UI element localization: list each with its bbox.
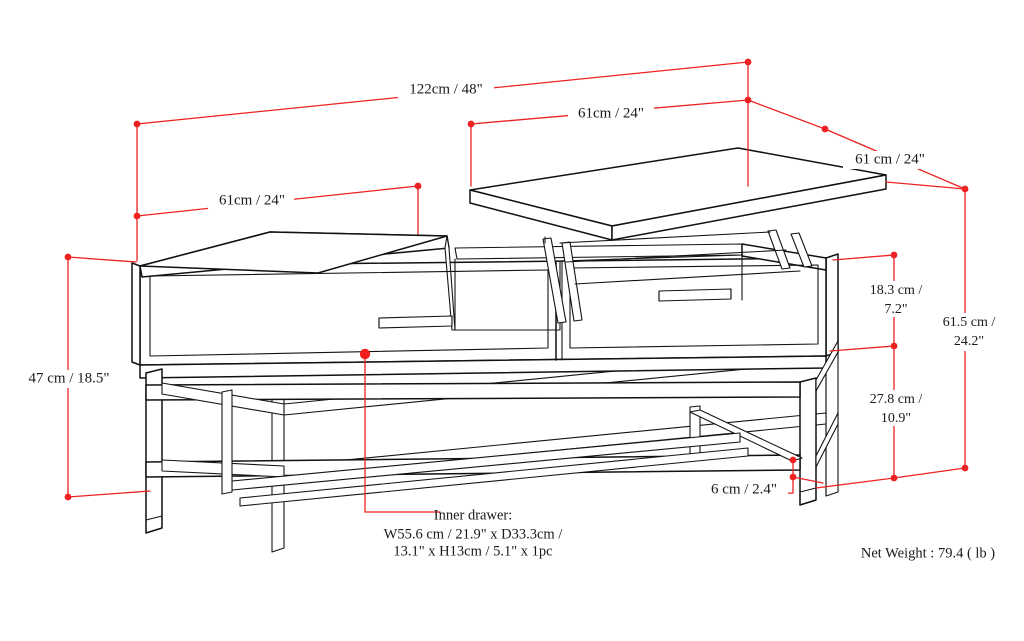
lower-section-ext-bottom: [815, 477, 895, 489]
lift-top-width-label: 61cm / 24": [578, 105, 644, 121]
rail-side-right-lower: [815, 412, 839, 468]
dimension-left-half-width: 61cm / 24": [133, 182, 422, 235]
total-height-label-line2: 24.2": [954, 334, 984, 349]
foot-front-left: [145, 515, 163, 534]
lift-top-assembly: [469, 147, 887, 324]
leg-front-right: [799, 377, 817, 506]
foot-height-label-bg: [700, 481, 788, 499]
rail-front-top: [145, 381, 801, 401]
inner-drawer-callout-dot: [359, 348, 371, 360]
dimension-depth: 61 cm / 24": [747, 99, 969, 193]
lower-section-label-line2: 10.9": [881, 411, 911, 426]
left-half-width-dot-left: [133, 212, 141, 220]
left-half-width-label-bg: [208, 192, 294, 209]
inner-drawer-note-line3: 13.1" x H13cm / 5.1" x 1pc: [393, 543, 552, 559]
overall-width-label: 122cm / 48": [409, 81, 483, 97]
dimension-total-height: 61.5 cm / 24.2": [893, 188, 1018, 479]
drawer-handle-left: [378, 315, 453, 329]
lift-frame-bars: [559, 231, 801, 285]
depth-label: 61 cm / 24": [855, 151, 925, 167]
case-side-right: [825, 253, 839, 357]
callout-inner-drawer: Inner drawer: W55.6 cm / 21.9" x D33.3cm…: [359, 348, 564, 559]
lift-rise-label-line2: 7.2": [884, 302, 907, 317]
base-height-label: 47 cm / 18.5": [28, 370, 109, 386]
foot-height-ext: [792, 476, 824, 484]
net-weight-label: Net Weight : 79.4 ( lb ): [861, 545, 995, 561]
lift-rise-label-line1: 18.3 cm /: [870, 283, 923, 298]
base-frame-front: [145, 340, 839, 534]
drawer-front-left: [149, 269, 549, 357]
depth-dim-line-upper: [747, 99, 826, 130]
lift-rise-ext-top: [832, 254, 895, 261]
overall-width-label-bg: [398, 81, 494, 98]
total-height-label-bg: [920, 313, 1018, 351]
base-height-label-bg: [15, 370, 123, 388]
base-upright-left: [221, 389, 233, 495]
lift-top-width-label-bg: [568, 105, 654, 122]
shelf-bar-back: [239, 447, 749, 507]
foot-height-label: 6 cm / 2.4": [711, 481, 777, 497]
lift-rise-label-bg: [851, 281, 941, 317]
stretcher-diagonal: [689, 409, 803, 462]
foot-height-dot-top: [789, 456, 797, 464]
table-case: [131, 231, 839, 379]
total-height-label-line1: 61.5 cm /: [943, 315, 996, 330]
lift-arm-right-a: [767, 229, 791, 270]
total-height-ext-bottom: [893, 467, 966, 479]
left-half-width-label: 61cm / 24": [219, 192, 285, 208]
lift-top-bottom-line: [469, 188, 887, 241]
dimension-lower-section: 27.8 cm / 10.9": [815, 345, 943, 489]
lift-top-width-dot-left: [467, 120, 475, 128]
cavity-left-edge: [444, 235, 456, 331]
cavity-inner-wall-right: [559, 254, 743, 262]
base-height-ext-top: [67, 256, 137, 263]
depth-leader-to-top: [885, 181, 966, 190]
overall-width-dot-left: [133, 120, 141, 128]
inner-drawer-note-line2: W55.6 cm / 21.9" x D33.3cm /: [384, 526, 564, 542]
product-illustration: [131, 147, 887, 553]
dimension-base-height: 47 cm / 18.5": [15, 253, 151, 501]
depth-label-bg: [843, 151, 937, 169]
lift-arm-left-a: [542, 237, 567, 324]
inner-drawer-note-line1: Inner drawer:: [434, 507, 513, 523]
drawer-front-right: [569, 264, 819, 349]
foot-front-right: [799, 487, 817, 506]
inner-drawer-leader-line: [364, 355, 441, 513]
rail-side-right-top: [815, 340, 839, 392]
case-side-left: [131, 262, 141, 366]
drawer-handle-left-ends: [378, 315, 453, 329]
dimension-foot-height: 6 cm / 2.4": [700, 456, 824, 499]
lift-rise-ext-bottom: [829, 345, 895, 352]
dimension-lift-top-width: 61cm / 24": [467, 61, 752, 187]
base-height-ext-bottom: [67, 490, 151, 498]
lift-arm-right-b: [790, 232, 813, 268]
drawer-handle-right-ends: [658, 288, 732, 302]
lower-section-label-bg: [847, 390, 943, 426]
drawer-handle-right: [658, 288, 732, 302]
lower-section-label-line1: 27.8 cm /: [870, 392, 923, 407]
